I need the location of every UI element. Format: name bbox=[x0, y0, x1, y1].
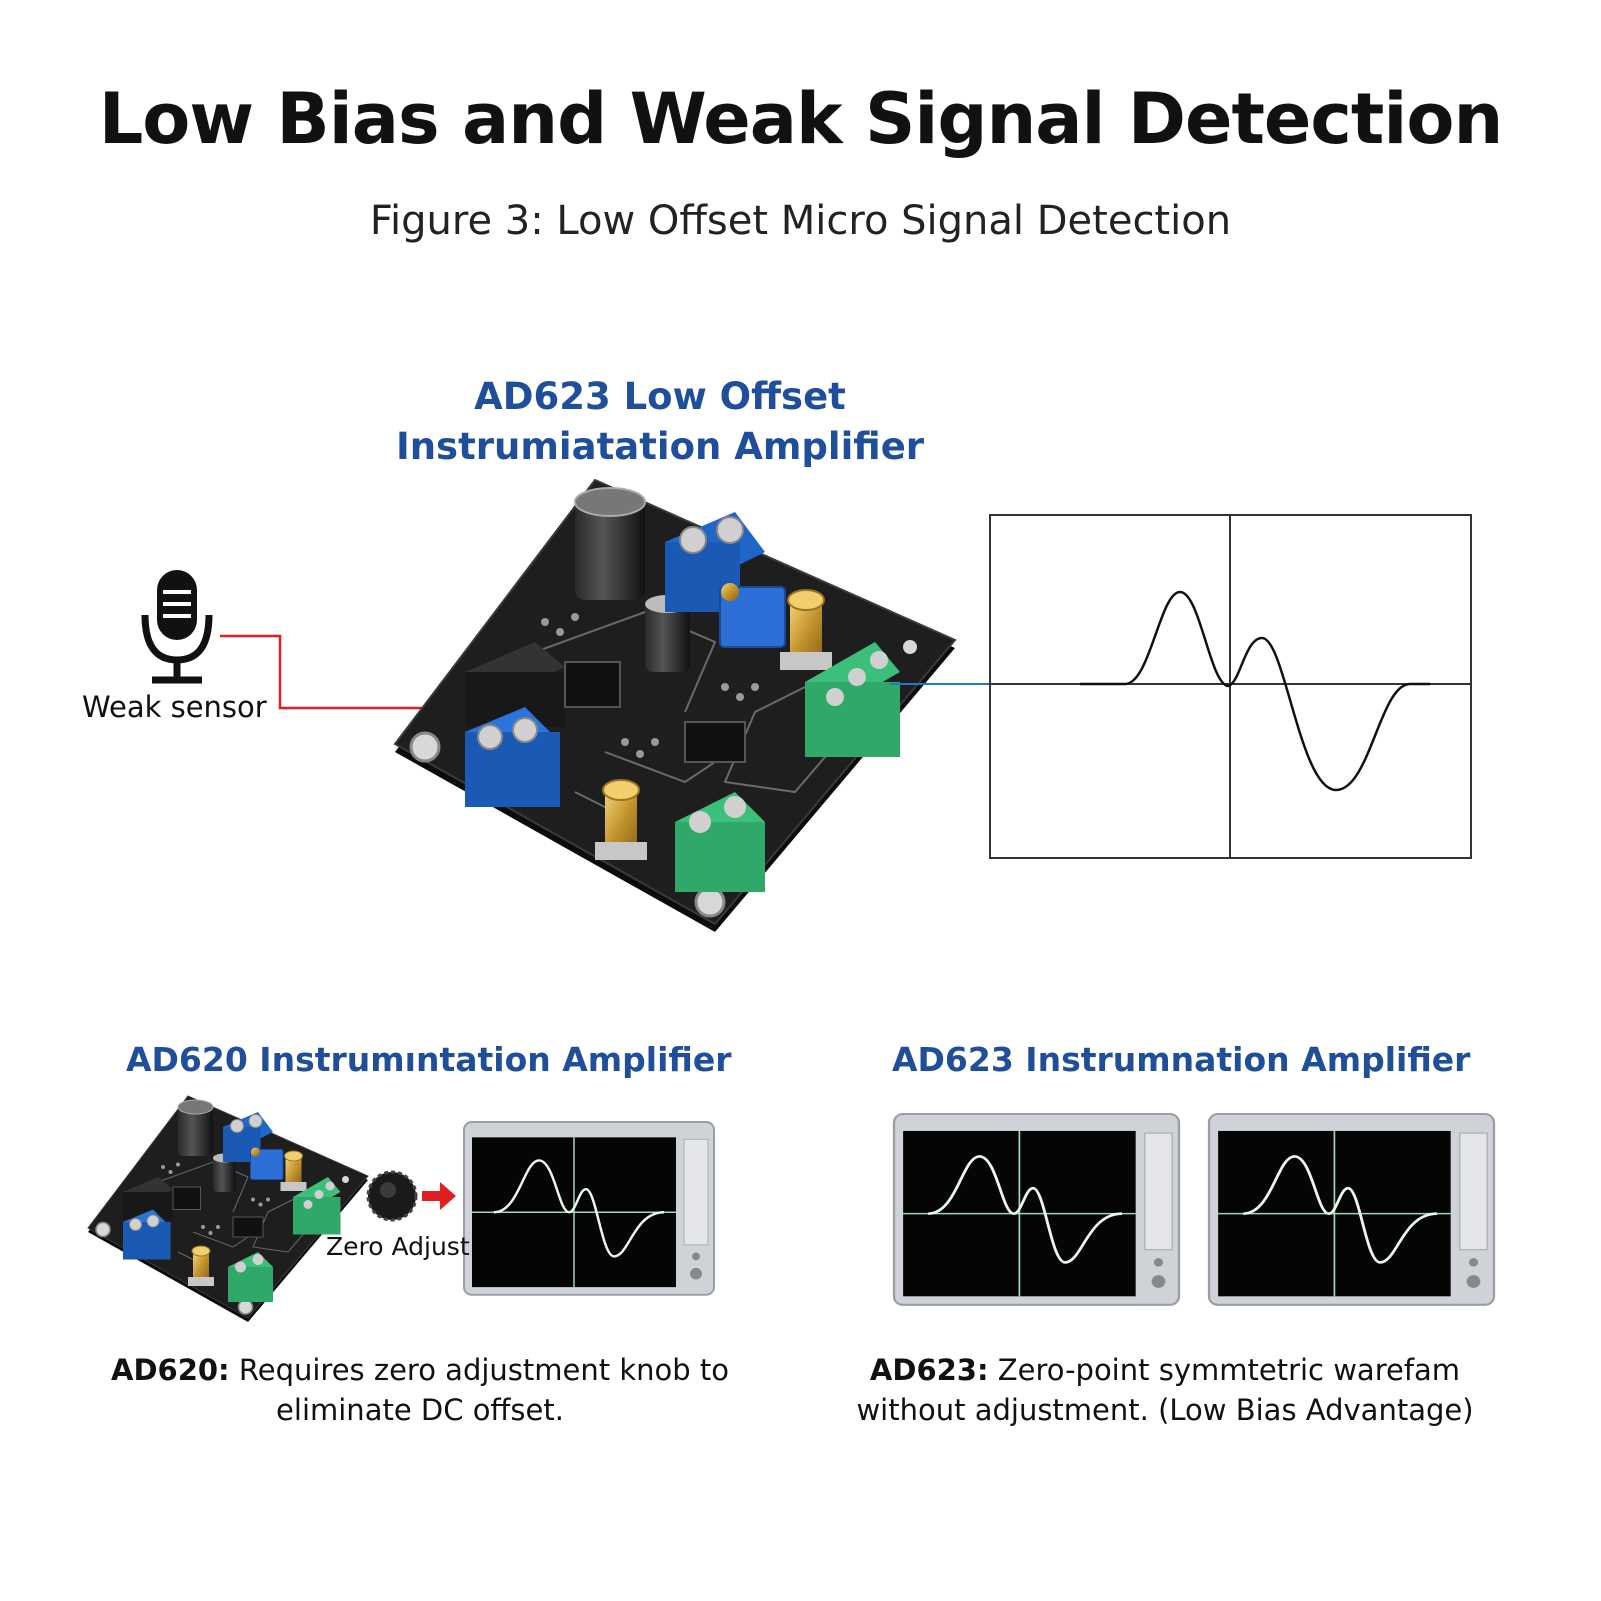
top-amplifier-title-line2: Instrumiatation Amplifier bbox=[395, 425, 925, 468]
ad620-section-title: AD620 Instrumıntation Amplifier bbox=[126, 1040, 732, 1079]
zero-adjust-knob-icon bbox=[366, 1170, 418, 1222]
arrow-right-icon bbox=[422, 1182, 456, 1210]
ad623-section-title: AD623 Instrumnation Amplifier bbox=[892, 1040, 1471, 1079]
page-title: Low Bias and Weak Signal Detection bbox=[98, 78, 1504, 160]
ad620-caption-label: AD620: bbox=[111, 1353, 230, 1387]
weak-sensor-label: Weak sensor bbox=[82, 690, 267, 724]
output-waveform-trace bbox=[1080, 590, 1430, 792]
ad623-oscilloscope-image-1 bbox=[892, 1112, 1181, 1307]
ad623-board-image bbox=[393, 478, 957, 934]
top-amplifier-title-line1: AD623 Low Offset bbox=[474, 375, 846, 418]
output-waveform-plot bbox=[989, 514, 1472, 859]
ad620-oscilloscope-image bbox=[462, 1120, 716, 1297]
zero-adjust-label: Zero Adjust bbox=[326, 1232, 470, 1261]
ad623-caption-label: AD623: bbox=[869, 1353, 989, 1387]
top-amplifier-title: AD623 Low Offset Instrumiatation Amplifi… bbox=[330, 372, 990, 472]
ad623-caption-line1: Zero-point symmtetric warefam bbox=[988, 1353, 1461, 1387]
ad620-caption-line1: Requires zero adjustment knob to bbox=[229, 1353, 729, 1387]
ad620-board-image bbox=[87, 1095, 369, 1323]
microphone-icon bbox=[141, 570, 213, 684]
ad623-caption-line2: without adjustment. (Low Bias Advantage) bbox=[856, 1393, 1474, 1427]
ad623-caption: AD623: Zero-point symmtetric warefam wit… bbox=[850, 1350, 1480, 1430]
ad620-caption: AD620: Requires zero adjustment knob to … bbox=[100, 1350, 740, 1430]
ad620-caption-line2: eliminate DC offset. bbox=[276, 1393, 564, 1427]
figure-caption: Figure 3: Low Offset Micro Signal Detect… bbox=[369, 198, 1232, 244]
sensor-input-wire bbox=[220, 634, 450, 710]
ad623-oscilloscope-image-2 bbox=[1207, 1112, 1496, 1307]
